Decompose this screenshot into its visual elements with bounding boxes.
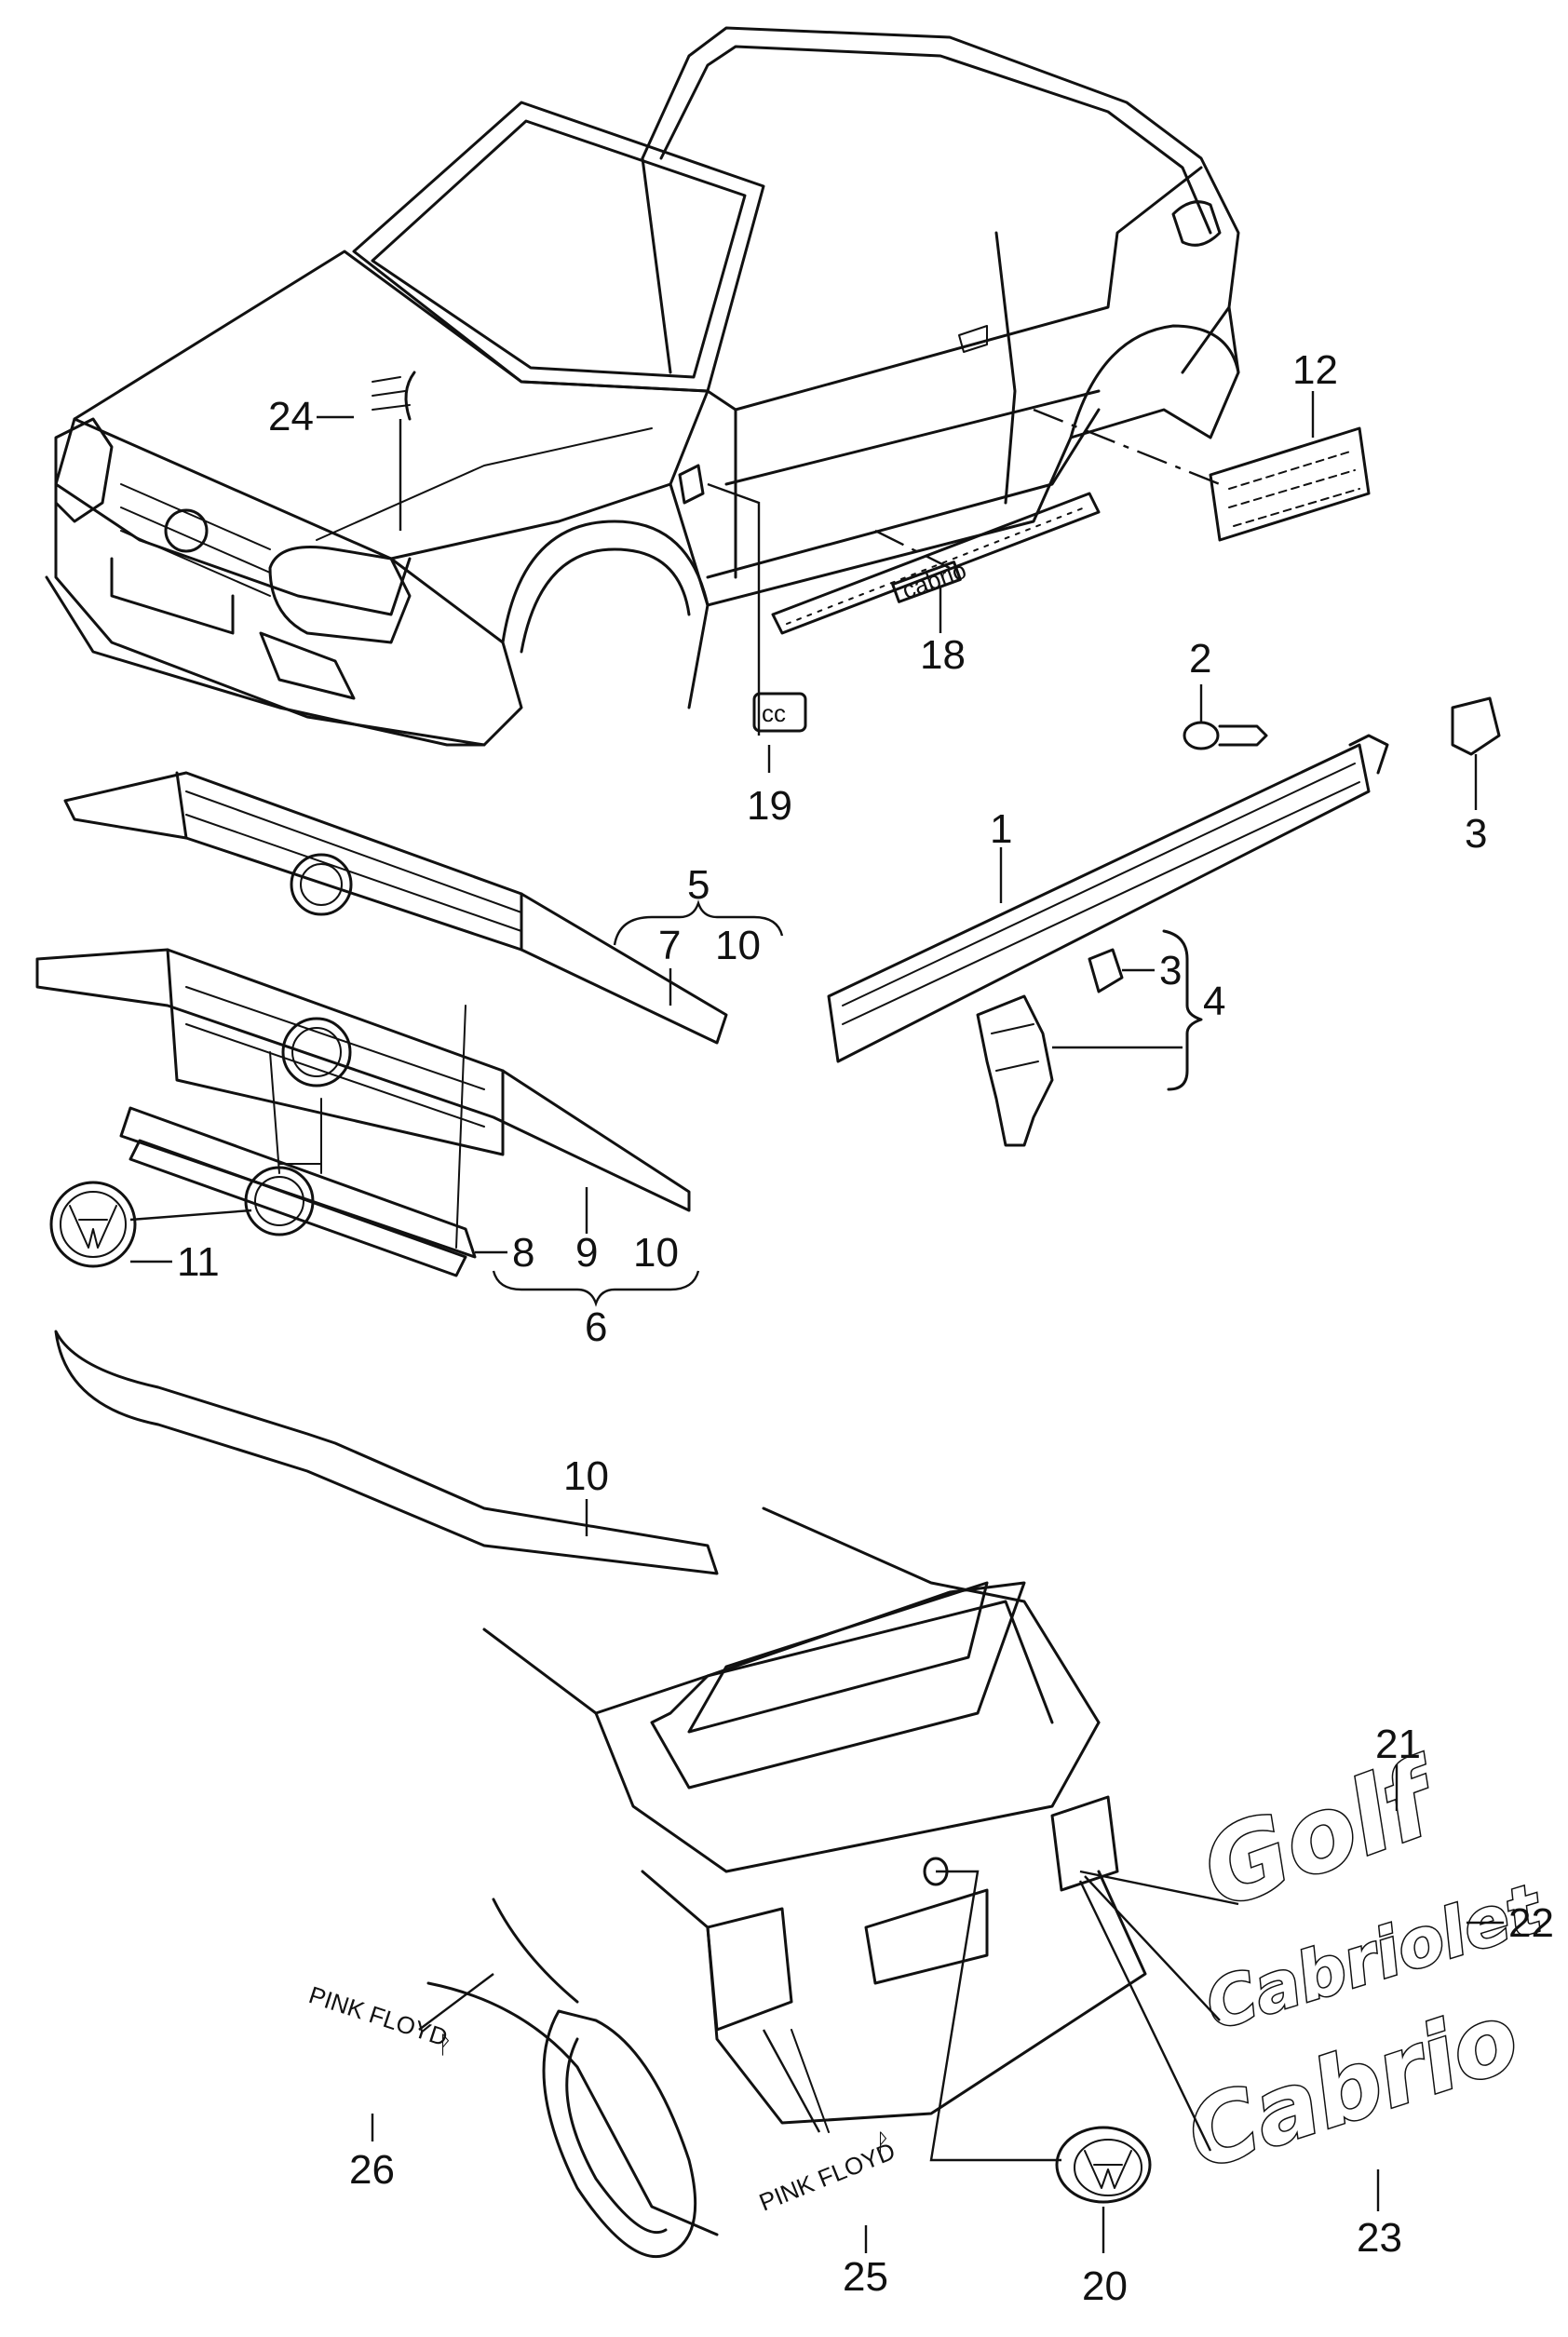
upper-grille-7 bbox=[63, 771, 728, 1045]
callout-20: 20 bbox=[1082, 2263, 1128, 2309]
callout-10-group5: 10 bbox=[715, 923, 761, 968]
callout-8: 8 bbox=[512, 1230, 534, 1276]
callout-22: 22 bbox=[1508, 1900, 1554, 1946]
bracket-4 bbox=[976, 994, 1054, 1147]
callout-7: 7 bbox=[658, 923, 681, 968]
callout-19: 19 bbox=[747, 783, 792, 829]
callout-26: 26 bbox=[349, 2147, 395, 2193]
callout-24: 24 bbox=[268, 394, 314, 439]
callout-5: 5 bbox=[687, 862, 710, 908]
callout-21: 21 bbox=[1375, 1722, 1421, 1767]
clip-3-lower bbox=[1088, 948, 1124, 993]
callout-9: 9 bbox=[575, 1230, 598, 1276]
callout-numbers: 24 12 18 19 2 3 1 3 4 5 7 10 11 8 9 10 6… bbox=[177, 347, 1554, 2309]
rune-right: ᚹ bbox=[875, 2128, 890, 2156]
clip-3-upper bbox=[1451, 696, 1501, 756]
callout-1: 1 bbox=[990, 806, 1012, 852]
callout-10-group6: 10 bbox=[633, 1230, 679, 1276]
callout-3-upper: 3 bbox=[1465, 811, 1487, 857]
callout-12: 12 bbox=[1292, 347, 1338, 393]
vw-emblem-11 bbox=[49, 1181, 137, 1268]
rear-panel-emblem-12 bbox=[1209, 426, 1371, 542]
callout-10-spoiler: 10 bbox=[563, 1453, 609, 1499]
spoiler-10 bbox=[54, 1330, 719, 1575]
leader-lines bbox=[129, 391, 1504, 2253]
clip-2 bbox=[1183, 721, 1268, 750]
callout-2: 2 bbox=[1189, 636, 1211, 682]
callout-6: 6 bbox=[585, 1304, 607, 1350]
bracket-brace-4 bbox=[1162, 929, 1203, 1091]
callout-11: 11 bbox=[177, 1239, 220, 1285]
callout-3-lower: 3 bbox=[1159, 948, 1182, 993]
grille-strip-8 bbox=[119, 1106, 477, 1277]
side-badge-19: cc bbox=[752, 692, 807, 733]
rune-left: ᚹ bbox=[438, 2031, 453, 2059]
callout-23: 23 bbox=[1357, 2215, 1402, 2261]
callout-4: 4 bbox=[1203, 979, 1225, 1024]
vw-emblem-20 bbox=[1055, 2126, 1152, 2204]
car-rear-view bbox=[426, 1506, 1147, 2259]
car-front-view bbox=[45, 26, 1240, 747]
callout-18: 18 bbox=[920, 632, 966, 678]
side-moulding-1 bbox=[827, 734, 1389, 1063]
callout-25: 25 bbox=[843, 2254, 888, 2300]
pink-floyd-left: PINK FLOYD bbox=[305, 1980, 451, 2051]
lower-grille-9 bbox=[35, 948, 691, 1212]
side-badge-text: cc bbox=[762, 699, 786, 727]
sill-perforation-dots bbox=[786, 507, 1086, 625]
